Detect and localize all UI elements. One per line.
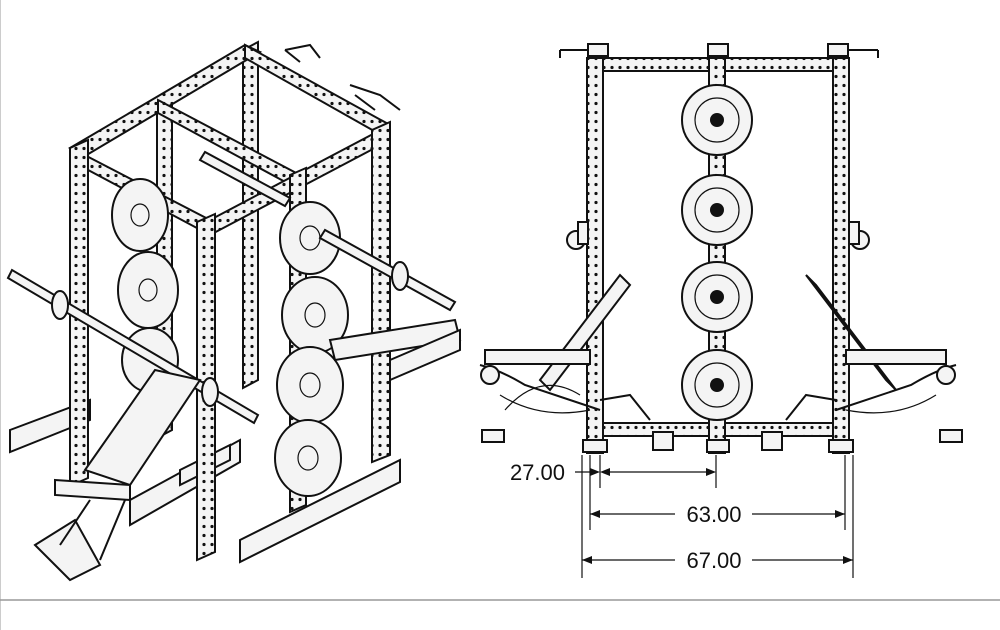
dimension-27: 27.00 bbox=[510, 460, 716, 485]
iso-plates-right bbox=[274, 201, 349, 497]
front-j-hooks bbox=[566, 221, 870, 250]
front-feet bbox=[582, 393, 854, 453]
dimension-67: 67.00 bbox=[582, 548, 853, 573]
dimensions: 27.00 63.00 67.00 bbox=[510, 455, 854, 578]
dim-label-27: 27.00 bbox=[510, 460, 565, 485]
dim-label-67: 67.00 bbox=[686, 548, 741, 573]
iso-bench bbox=[54, 368, 202, 561]
front-left-attachment bbox=[479, 273, 632, 443]
dim-label-63: 63.00 bbox=[686, 502, 741, 527]
dimension-63: 63.00 bbox=[590, 502, 845, 527]
front-plates bbox=[681, 84, 753, 421]
front-right-upright bbox=[832, 57, 850, 454]
front-view bbox=[479, 43, 963, 454]
isometric-view bbox=[6, 40, 462, 582]
front-right-attachment bbox=[805, 274, 963, 443]
front-left-upright bbox=[586, 57, 604, 454]
iso-right-attachment bbox=[328, 318, 462, 382]
iso-plates-left bbox=[111, 178, 179, 393]
